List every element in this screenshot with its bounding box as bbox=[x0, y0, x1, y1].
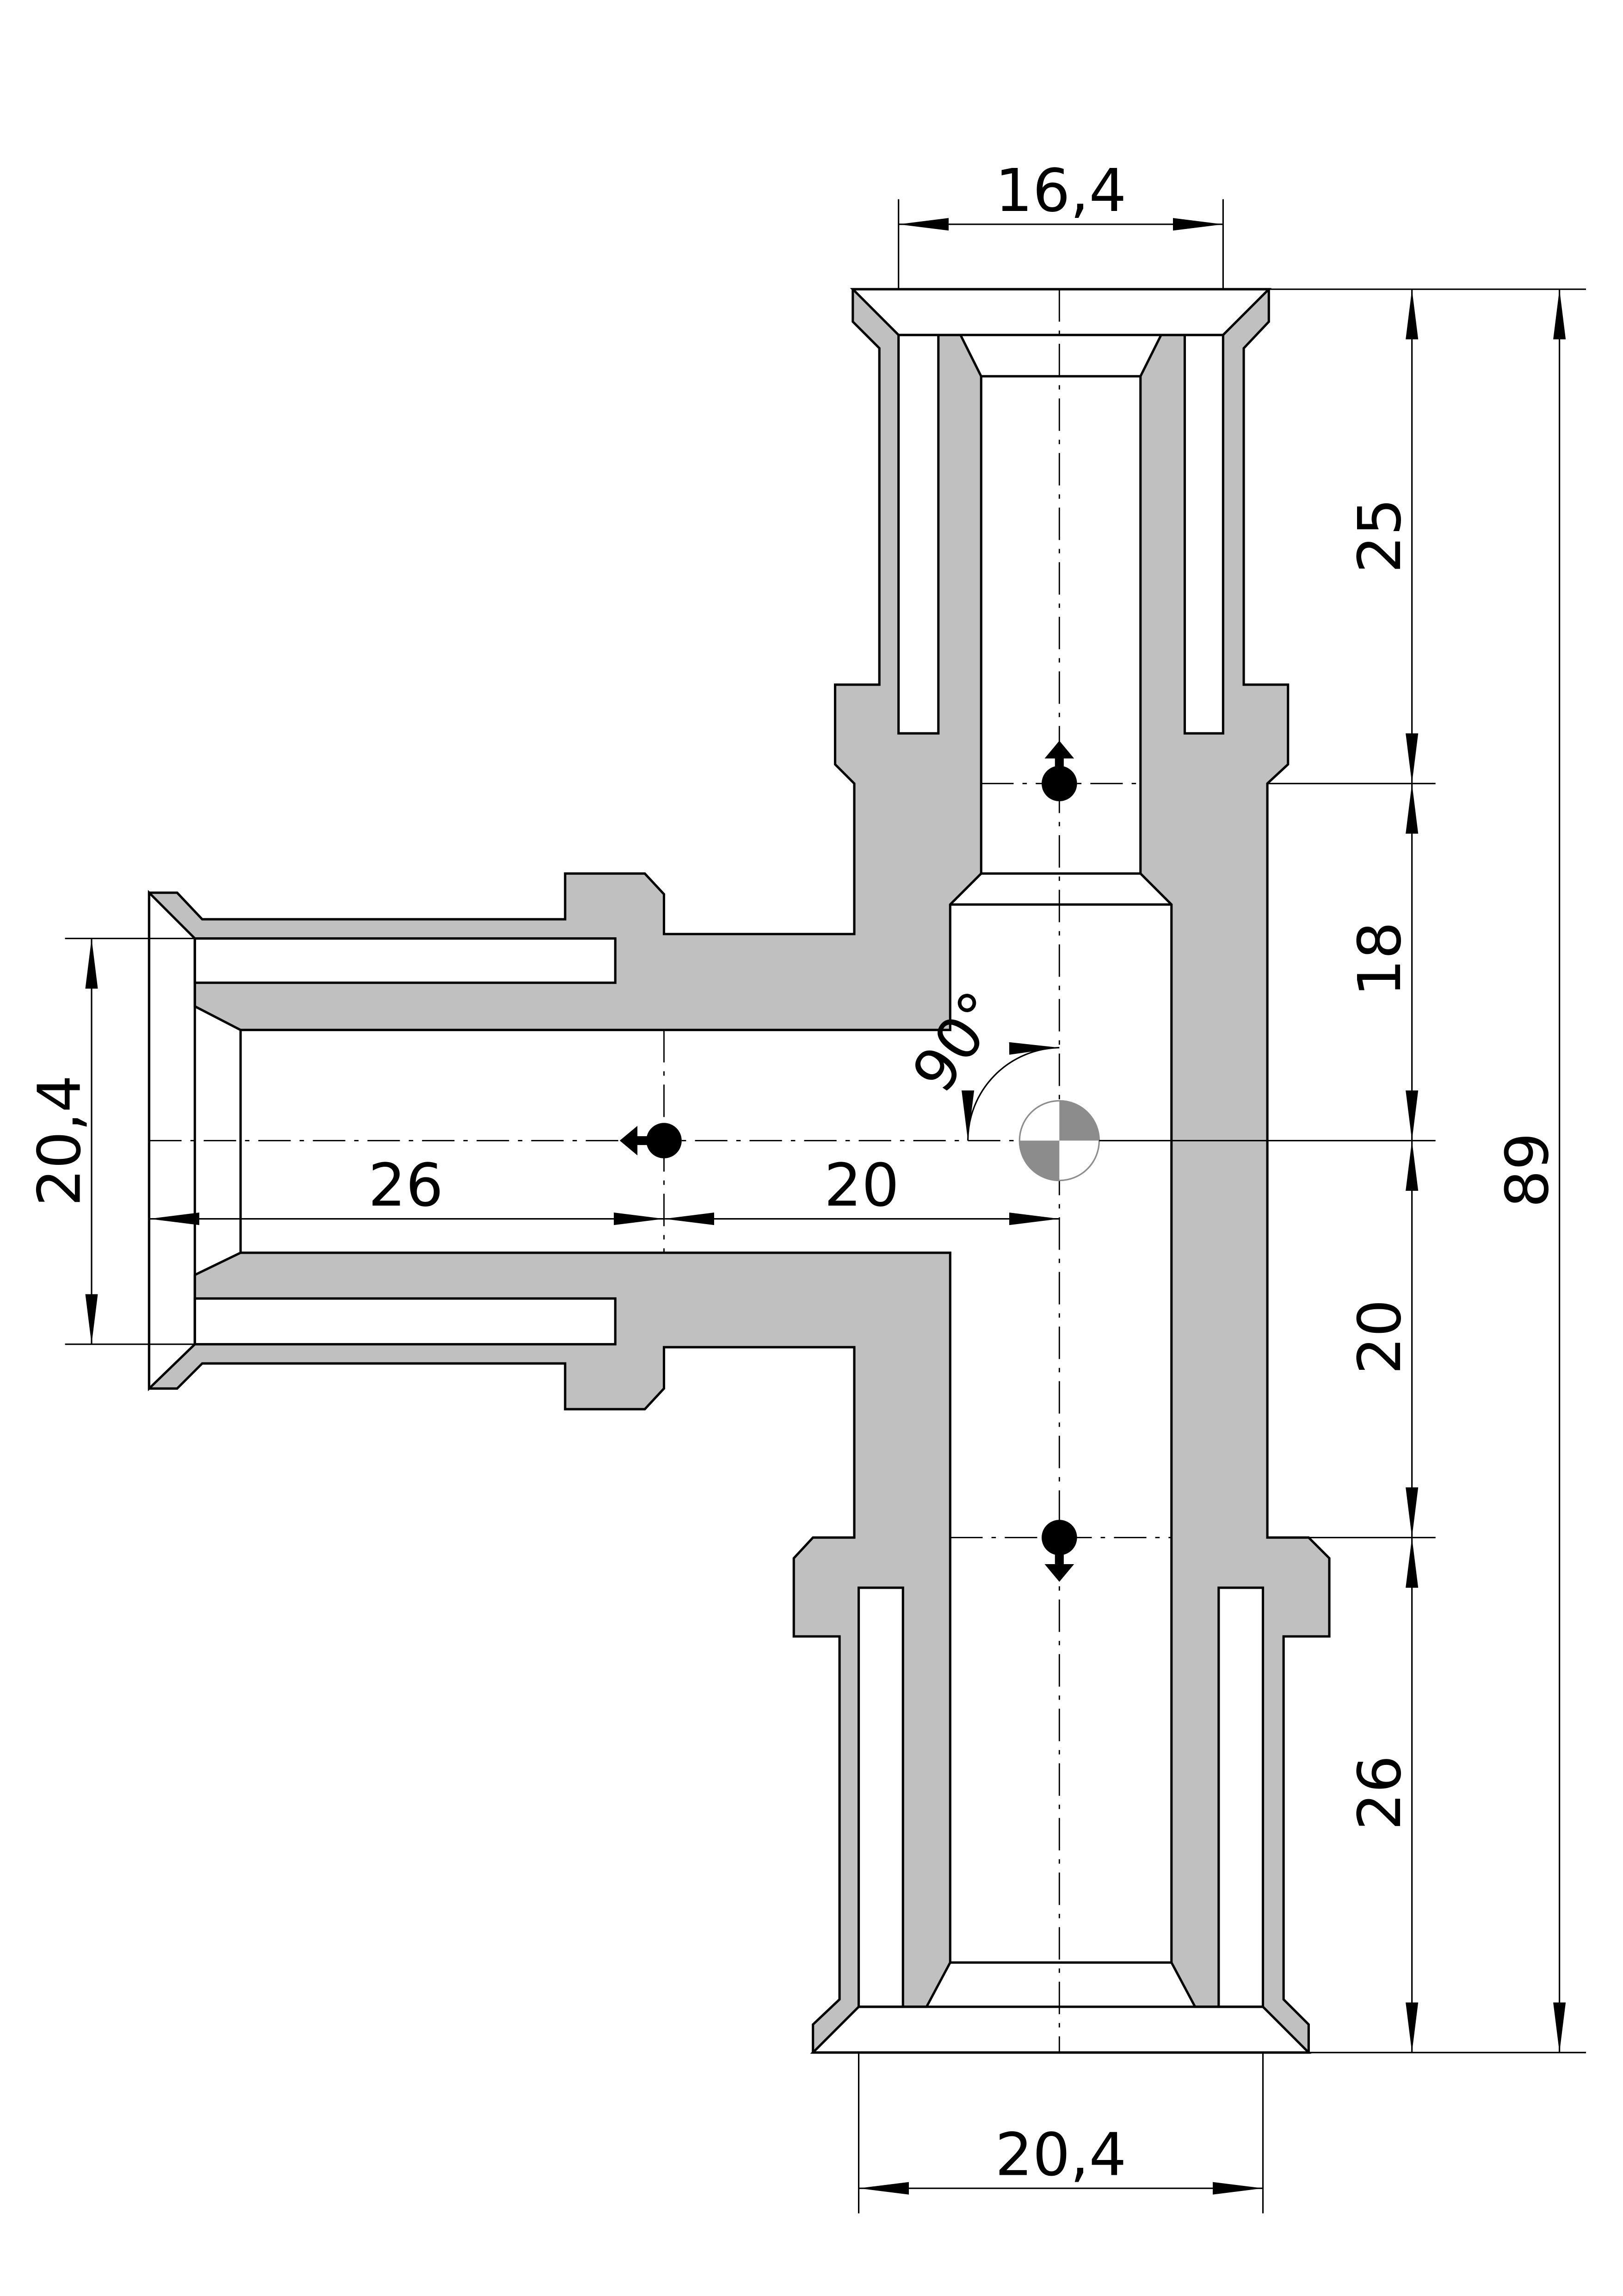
press-sleeves bbox=[193, 334, 1265, 2008]
dim-right-seg1: 25 bbox=[1346, 498, 1414, 573]
dim-center-offset: 20 bbox=[824, 1151, 899, 1220]
dim-bottom-width: 20,4 bbox=[995, 2121, 1127, 2189]
flow-marker-up-icon bbox=[1042, 741, 1077, 801]
dim-total-height: 89 bbox=[1493, 1133, 1562, 1207]
dim-left-length: 26 bbox=[368, 1151, 443, 1220]
dim-right-seg3: 20 bbox=[1346, 1300, 1414, 1374]
center-mark-icon bbox=[1018, 1100, 1100, 1182]
fitting-bore bbox=[148, 288, 1312, 2054]
dim-top-width: 16,4 bbox=[995, 157, 1127, 225]
flow-marker-down-icon bbox=[1042, 1520, 1077, 1582]
edge-lines bbox=[193, 334, 1263, 2008]
dimension-lines bbox=[85, 218, 1566, 2195]
dim-left-height: 20,4 bbox=[25, 1075, 94, 1207]
dim-right-seg4: 26 bbox=[1346, 1755, 1414, 1830]
flow-marker-left-icon bbox=[619, 1123, 682, 1158]
dim-right-seg2: 18 bbox=[1346, 922, 1414, 996]
